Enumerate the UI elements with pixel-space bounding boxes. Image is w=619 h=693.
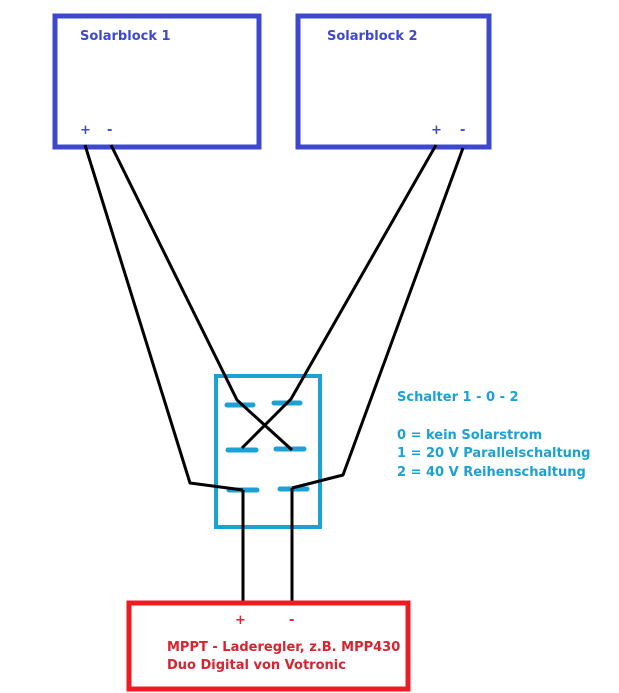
solar-block-1-box (52, 13, 262, 150)
wire-block2-plus-to-switch-mid-left (240, 144, 438, 450)
switch-legend: Schalter 1 - 0 - 2 0 = kein Solarstrom 1… (397, 390, 590, 480)
solar-block-2-minus-terminal: - (460, 123, 465, 138)
charge-controller-subtitle: Duo Digital von Votronic (167, 658, 346, 673)
wires (83, 144, 465, 603)
charge-controller-title: MPPT - Laderegler, z.B. MPP430 (167, 640, 400, 655)
switch-legend-position-1: 1 = 20 V Parallelschaltung (397, 446, 590, 461)
solar-block-2: Solarblock 2 + - (295, 13, 492, 150)
charge-controller-box (126, 600, 411, 692)
solar-block-2-box (295, 13, 492, 150)
charge-controller: + - MPPT - Laderegler, z.B. MPP430 Duo D… (126, 600, 411, 692)
switch-title: Schalter 1 - 0 - 2 (397, 390, 519, 405)
solar-block-1-minus-terminal: - (107, 123, 112, 138)
solar-block-2-plus-terminal: + (431, 123, 442, 138)
charge-controller-minus-terminal: - (289, 613, 294, 628)
wire-block1-minus-to-switch-mid-right (109, 144, 294, 452)
solar-block-1: Solarblock 1 + - (52, 13, 262, 150)
solar-block-1-title: Solarblock 1 (80, 29, 171, 44)
charge-controller-plus-terminal: + (235, 613, 246, 628)
solar-block-1-plus-terminal: + (80, 123, 91, 138)
solar-block-2-title: Solarblock 2 (327, 29, 418, 44)
wire-block2-minus-to-switch-bottom-right (291, 147, 465, 490)
wire-block1-plus-to-switch-bottom-left (83, 144, 244, 492)
switch-box (214, 374, 322, 529)
switch (214, 374, 322, 529)
switch-legend-position-2: 2 = 40 V Reihenschaltung (397, 465, 586, 480)
switch-legend-position-0: 0 = kein Solarstrom (397, 428, 542, 443)
